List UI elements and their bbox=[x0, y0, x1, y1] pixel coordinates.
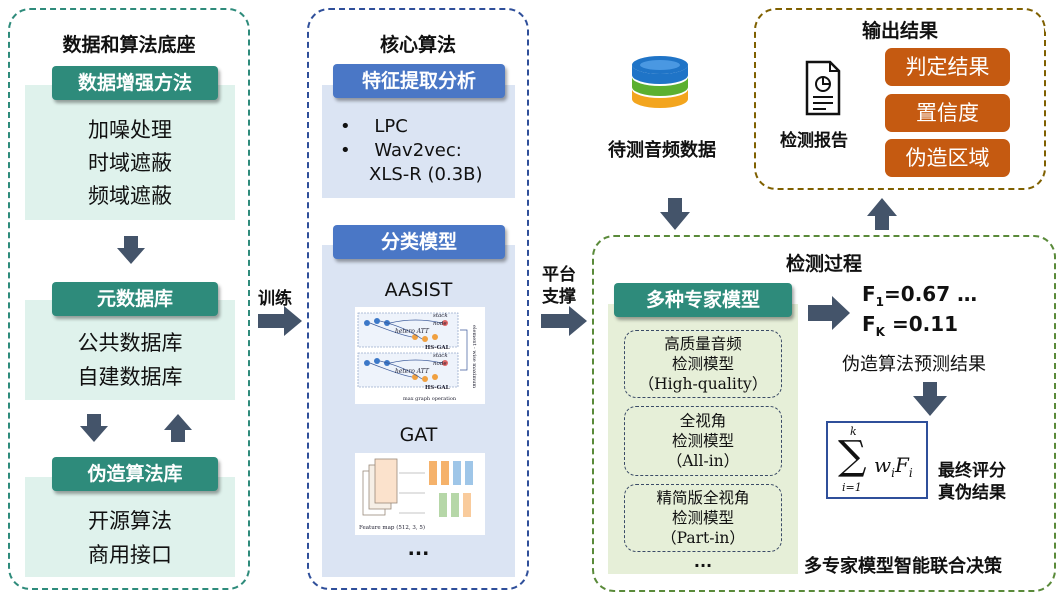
svg-text:hetero ATT: hetero ATT bbox=[395, 368, 430, 375]
train-label: 训练 bbox=[258, 289, 292, 309]
arrow-augment-to-meta bbox=[117, 236, 145, 264]
svg-text:HS-GAL: HS-GAL bbox=[425, 385, 450, 391]
forgery-region-box: 伪造区域 bbox=[885, 139, 1010, 177]
forge-db-box bbox=[25, 477, 235, 577]
model-aasist: AASIST bbox=[384, 279, 453, 301]
meta-db-item-1: 公共数据库 bbox=[77, 331, 183, 355]
detection-process-panel bbox=[592, 235, 1056, 592]
final-score-label: 最终评分 bbox=[938, 461, 1006, 481]
svg-text:stack: stack bbox=[433, 353, 448, 359]
database-icon bbox=[630, 55, 690, 111]
formula-lower: i=1 bbox=[842, 481, 862, 494]
forge-db-header: 伪造算法库 bbox=[52, 457, 218, 491]
meta-db-header: 元数据库 bbox=[52, 282, 218, 316]
expert-2-line-3: （All-in） bbox=[666, 452, 740, 470]
svg-text:node: node bbox=[433, 361, 447, 367]
augment-item-2: 时域遮蔽 bbox=[88, 151, 172, 175]
report-label: 检测报告 bbox=[780, 131, 848, 151]
classify-header: 分类模型 bbox=[333, 225, 505, 259]
expert-3-line-3: （Part-in） bbox=[661, 529, 745, 547]
weighted-sum-formula: k ∑ i=1 wiFi bbox=[826, 421, 928, 499]
result-verdict-box: 判定结果 bbox=[885, 48, 1010, 86]
bullet-dot: • bbox=[340, 116, 351, 137]
experts-more: ... bbox=[693, 552, 713, 571]
svg-text:node: node bbox=[433, 321, 447, 327]
arrow-input-down bbox=[660, 198, 690, 230]
aasist-figure: hetero ATT hetero ATT stack node stack n… bbox=[355, 307, 485, 404]
input-audio-label: 待测音频数据 bbox=[608, 140, 716, 161]
svg-text:max graph operation: max graph operation bbox=[403, 396, 457, 402]
score-f1: F1=0.67 … bbox=[862, 282, 978, 309]
authenticity-result-label: 真伪结果 bbox=[938, 483, 1006, 503]
joint-decision-label: 多专家模型智能联合决策 bbox=[804, 556, 1002, 577]
expert-1-line-3: （High-quality） bbox=[638, 375, 768, 393]
forge-prediction-label: 伪造算法预测结果 bbox=[842, 354, 986, 375]
expert-1-line-2: 检测模型 bbox=[671, 355, 734, 373]
experts-header: 多种专家模型 bbox=[614, 283, 792, 317]
gat-figure: Feature map (512, 3, 5) bbox=[355, 453, 485, 535]
svg-text:HS-GAL: HS-GAL bbox=[425, 345, 450, 351]
platform-label-1: 平台 bbox=[542, 265, 576, 285]
bullet-dot: • bbox=[340, 140, 351, 161]
arrow-forge-to-meta bbox=[164, 414, 192, 442]
middle-panel-title: 核心算法 bbox=[379, 34, 456, 56]
svg-text:hetero ATT: hetero ATT bbox=[395, 328, 430, 335]
core-algorithm-panel bbox=[307, 8, 529, 590]
report-document-icon bbox=[804, 60, 842, 116]
data-algorithm-base-panel bbox=[8, 8, 250, 590]
process-title: 检测过程 bbox=[785, 253, 862, 275]
score-fk: FK =0.11 bbox=[862, 312, 959, 339]
augment-item-1: 加噪处理 bbox=[88, 118, 172, 142]
formula-upper: k bbox=[850, 425, 857, 438]
arrow-scores-to-formula bbox=[913, 382, 947, 416]
augment-item-3: 频域遮蔽 bbox=[88, 184, 172, 208]
expert-2-line-1: 全视角 bbox=[679, 412, 727, 430]
expert-model-2: 全视角 检测模型 （All-in） bbox=[624, 406, 782, 476]
model-gat: GAT bbox=[399, 424, 438, 446]
svg-text:element - wise maximum: element - wise maximum bbox=[471, 325, 477, 388]
feature-bullet-3: XLS-R (0.3B) bbox=[369, 164, 483, 185]
platform-label-2: 支撑 bbox=[542, 287, 576, 307]
bullet-text: Wav2vec: bbox=[374, 140, 462, 161]
formula-sigma: ∑ bbox=[838, 433, 867, 479]
forge-db-item-2: 商用接口 bbox=[88, 543, 172, 567]
left-panel-title: 数据和算法底座 bbox=[62, 34, 196, 56]
expert-3-line-2: 检测模型 bbox=[671, 509, 734, 527]
arrow-meta-to-forge bbox=[80, 414, 108, 442]
expert-model-3: 精简版全视角 检测模型 （Part-in） bbox=[624, 484, 782, 552]
feature-box bbox=[322, 85, 515, 198]
experts-box bbox=[608, 304, 798, 574]
meta-db-item-2: 自建数据库 bbox=[77, 365, 183, 389]
svg-text:stack: stack bbox=[433, 313, 448, 319]
expert-model-1: 高质量音频 检测模型 （High-quality） bbox=[624, 330, 782, 398]
bullet-text: LPC bbox=[374, 116, 408, 137]
svg-text:Feature map (512, 3, 5): Feature map (512, 3, 5) bbox=[359, 524, 425, 531]
arrow-platform bbox=[541, 306, 587, 336]
classify-more: ... bbox=[407, 538, 430, 560]
expert-1-line-1: 高质量音频 bbox=[664, 335, 742, 353]
confidence-box: 置信度 bbox=[885, 94, 1010, 132]
meta-db-box bbox=[25, 300, 235, 400]
formula-body: wiFi bbox=[874, 453, 913, 480]
feature-bullet-1: • LPC bbox=[340, 116, 408, 137]
feature-header: 特征提取分析 bbox=[333, 64, 505, 98]
expert-3-line-1: 精简版全视角 bbox=[656, 489, 750, 507]
augment-box bbox=[25, 85, 235, 220]
arrow-train bbox=[258, 306, 302, 336]
expert-2-line-2: 检测模型 bbox=[671, 432, 734, 450]
forge-db-item-1: 开源算法 bbox=[88, 509, 172, 533]
arrow-experts-to-scores bbox=[808, 296, 850, 330]
output-title: 输出结果 bbox=[861, 20, 938, 42]
feature-bullet-2: • Wav2vec: bbox=[340, 140, 462, 161]
augment-header: 数据增强方法 bbox=[52, 66, 218, 100]
output-panel bbox=[754, 8, 1046, 190]
arrow-process-to-output bbox=[867, 198, 897, 230]
